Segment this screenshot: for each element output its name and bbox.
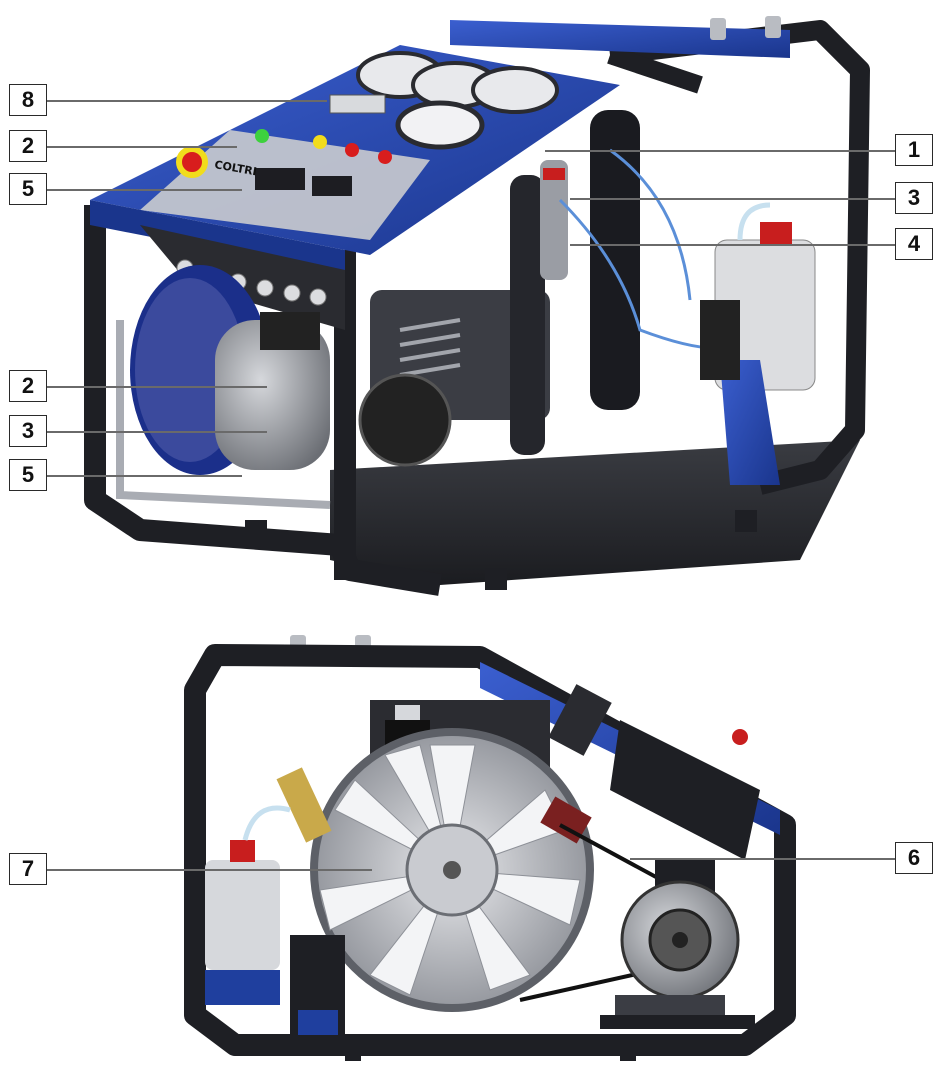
callout-5-panel: 5 — [9, 173, 47, 205]
callout-8: 8 — [9, 84, 47, 116]
callout-leader-3-right — [570, 198, 897, 200]
callout-5-motor: 5 — [9, 459, 47, 491]
top-compressor-view: COLTRI — [84, 16, 870, 596]
callout-leader-5-motor — [47, 475, 242, 477]
callout-7: 7 — [9, 853, 47, 885]
callout-3-motor: 3 — [9, 415, 47, 447]
callout-1: 1 — [895, 134, 933, 166]
callout-4: 4 — [895, 228, 933, 260]
pressure-gauges — [356, 51, 559, 150]
callout-leader-4 — [570, 244, 897, 246]
callout-leader-3-motor — [47, 431, 267, 433]
callout-leader-2-motor — [47, 386, 267, 388]
separator — [510, 175, 545, 455]
front-frame — [84, 205, 442, 596]
callout-2-motor: 2 — [9, 370, 47, 402]
callout-leader-2-panel — [47, 146, 237, 148]
side-compressor-view — [184, 635, 796, 1061]
callout-3-right: 3 — [895, 182, 933, 214]
panel-switches — [176, 94, 392, 196]
callout-6: 6 — [895, 842, 933, 874]
callout-leader-8 — [47, 100, 327, 102]
callout-2-panel: 2 — [9, 130, 47, 162]
filter-cartridge — [590, 110, 640, 410]
callout-leader-7 — [47, 869, 372, 871]
base-plate — [330, 440, 860, 585]
callout-leader-5-panel — [47, 189, 242, 191]
side-oil-tank — [205, 860, 280, 970]
callout-leader-6 — [630, 858, 897, 860]
top-rail — [450, 20, 790, 58]
callout-leader-1 — [545, 150, 897, 152]
